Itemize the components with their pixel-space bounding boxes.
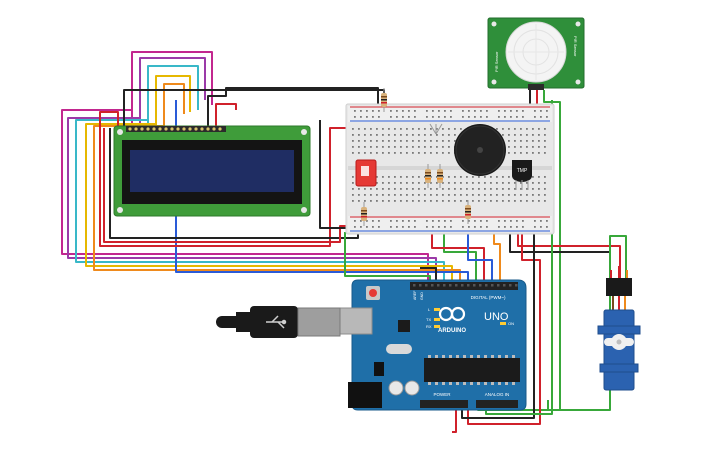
usb-chip (398, 320, 410, 332)
usb-cable-icon[interactable] (216, 306, 341, 338)
analog-header (476, 400, 518, 408)
resistor-left[interactable] (361, 202, 367, 226)
piezo-buzzer[interactable] (454, 124, 506, 176)
resistor-mid-2[interactable] (437, 164, 443, 188)
l-led-label: L (428, 307, 431, 312)
center-channel (348, 166, 552, 170)
pir-left-label: PIR Sensor (494, 51, 499, 72)
power-rail-top (348, 106, 552, 122)
lcd-screen (130, 150, 294, 192)
tmp-label: TMP (517, 168, 528, 174)
analog-label: ANALOG IN (485, 392, 510, 397)
wire-black-bb-left[interactable] (109, 128, 359, 239)
temperature-sensor[interactable]: TMP (512, 160, 532, 190)
arduino-model: UNO (484, 311, 509, 323)
digital-header (410, 282, 518, 290)
power-header (420, 400, 468, 408)
power-rail-bottom (348, 216, 552, 232)
on-led-label: ON (508, 321, 514, 326)
usb-port (339, 307, 373, 335)
arduino-infinity-icon (438, 306, 466, 322)
digital-label: DIGITAL (PWM~) (471, 295, 506, 300)
resistors (361, 88, 471, 226)
wire-black-lcd-2[interactable] (207, 87, 379, 128)
capacitor-1 (388, 380, 404, 396)
wire-red-bottom-2[interactable] (452, 400, 457, 433)
pir-right-label: PIR Sensor (573, 36, 578, 57)
arduino-uno[interactable]: ARDUINO UNO DIGITAL (PWM~) AREF GND L TX… (339, 279, 527, 411)
servo-motor-icon[interactable] (597, 266, 641, 391)
resistor-top[interactable] (381, 88, 387, 112)
servo-connector (606, 278, 632, 296)
lcd-module[interactable] (113, 125, 311, 217)
resistor-right[interactable] (465, 200, 471, 224)
power-jack (348, 382, 382, 408)
resistor-mid-1[interactable] (425, 164, 431, 188)
tx-led-label: TX (426, 317, 431, 322)
aref-label: AREF (413, 291, 417, 300)
pir-sensor[interactable]: PIR Sensor PIR Sensor (487, 17, 585, 90)
capacitor-2 (404, 380, 420, 396)
piezo-buzzer-icon (477, 147, 483, 153)
pir-dome-icon (505, 21, 567, 83)
crystal (386, 344, 412, 354)
atmega-chip (424, 358, 520, 382)
wire-red-lcd-2[interactable] (215, 103, 237, 128)
wire-blue-bb[interactable] (467, 212, 493, 283)
wire-black-gnd[interactable] (420, 267, 437, 283)
wire-red-bottom[interactable] (467, 212, 541, 425)
slide-switch[interactable] (355, 159, 377, 187)
lcd-pin-header (126, 126, 226, 132)
breadboard-holes (352, 110, 548, 228)
gnd-label: GND (420, 292, 424, 300)
rx-led-label: RX (426, 324, 432, 329)
arduino-brand: ARDUINO (438, 328, 466, 334)
power-label: POWER (433, 392, 451, 397)
sensor-leads (429, 123, 443, 135)
wire-yellow[interactable] (85, 75, 453, 283)
